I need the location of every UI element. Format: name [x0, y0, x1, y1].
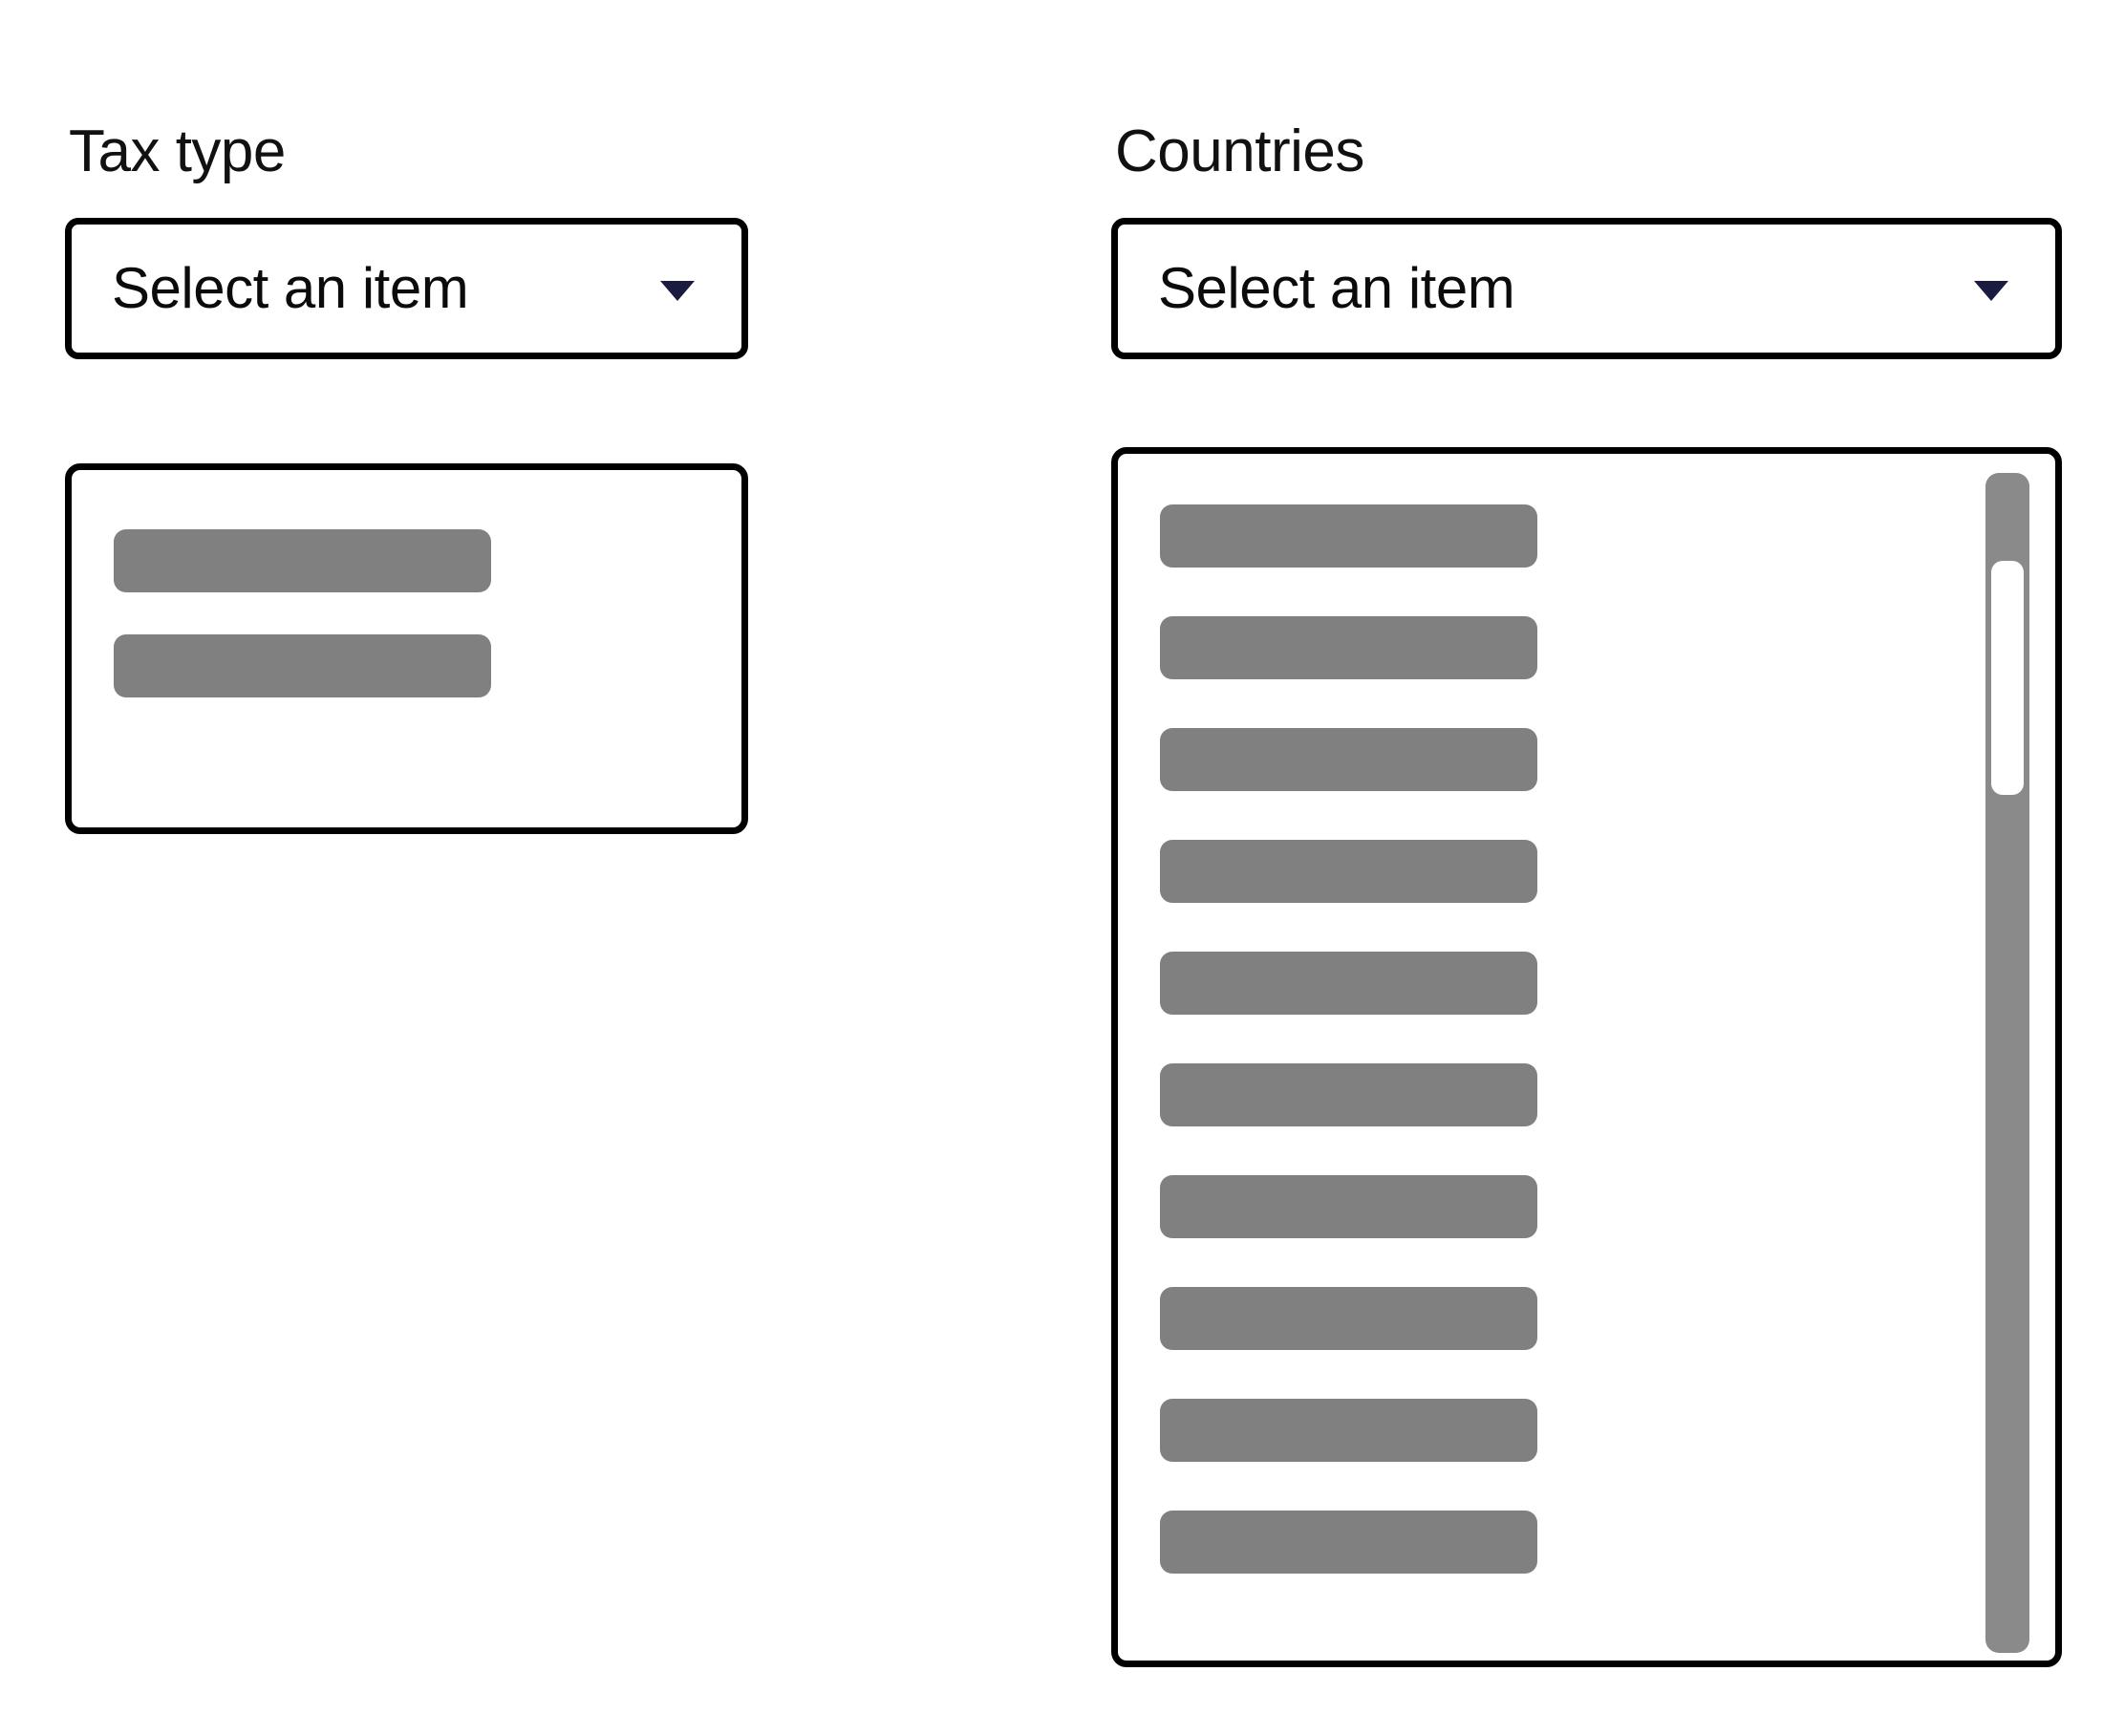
list-item[interactable]	[1160, 1287, 1537, 1350]
tax-type-select-value: Select an item	[112, 256, 469, 320]
countries-select[interactable]: Select an item	[1111, 218, 2062, 359]
field-label-countries: Countries	[1115, 118, 1364, 184]
list-item[interactable]	[1160, 1175, 1537, 1238]
tax-type-select[interactable]: Select an item	[65, 218, 748, 359]
list-item[interactable]	[1160, 1399, 1537, 1462]
field-label-tax-type: Tax type	[69, 118, 286, 184]
list-item[interactable]	[1160, 728, 1537, 791]
tax-type-listbox[interactable]	[65, 463, 748, 834]
field-group-countries: Countries Select an item	[1111, 0, 2062, 1736]
list-item[interactable]	[114, 529, 491, 592]
vertical-scrollbar[interactable]	[1985, 473, 2029, 1653]
scrollbar-thumb[interactable]	[1991, 561, 2024, 795]
list-item[interactable]	[1160, 1511, 1537, 1574]
list-item[interactable]	[114, 634, 491, 697]
list-item[interactable]	[1160, 616, 1537, 679]
chevron-down-icon[interactable]	[655, 267, 699, 311]
list-item[interactable]	[1160, 1063, 1537, 1126]
field-group-tax-type: Tax type Select an item	[65, 0, 1020, 1736]
list-item[interactable]	[1160, 504, 1537, 568]
list-item[interactable]	[1160, 840, 1537, 903]
countries-listbox[interactable]	[1111, 447, 2062, 1667]
chevron-down-icon[interactable]	[1969, 267, 2013, 311]
countries-select-value: Select an item	[1158, 256, 1515, 320]
list-item[interactable]	[1160, 952, 1537, 1015]
